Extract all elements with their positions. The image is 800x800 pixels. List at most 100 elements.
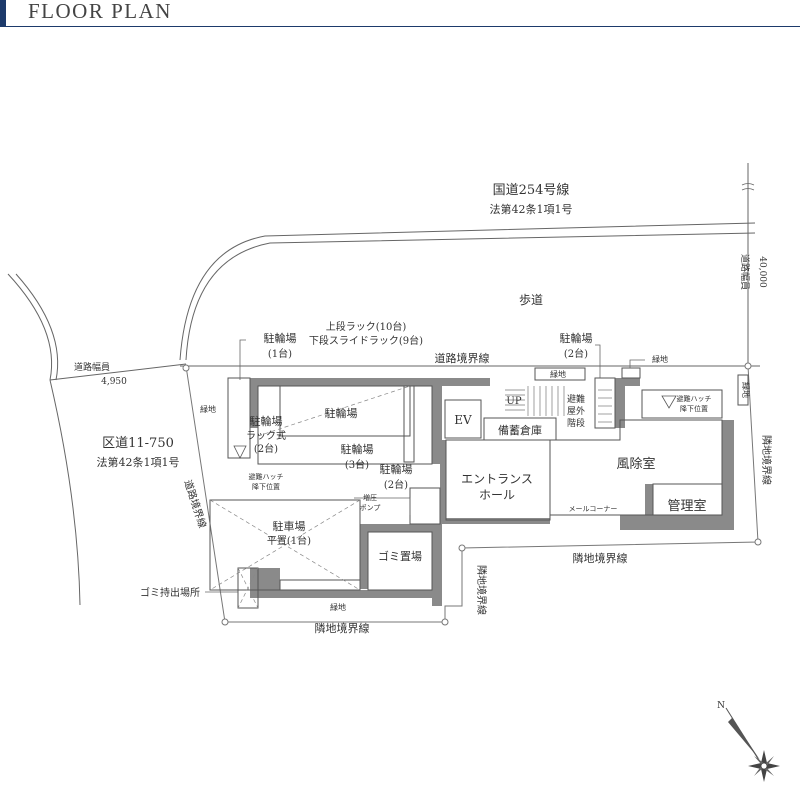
bike-2-rack [403,385,415,463]
label-bike-2-top-count: (2台) [564,347,588,360]
wall-manager-left [645,484,653,524]
ward-road-edge-top-2 [15,273,59,381]
label-bike-2-count: (2台) [384,478,408,491]
label-up: UP [506,396,521,407]
leader-lines [205,339,645,593]
label-rack-upper: 上段ラック(10台) [326,320,407,333]
manager-room [652,483,723,516]
road-curb-outer [179,222,756,361]
label-booster-2: ポンプ [360,504,381,512]
label-neighbor-boundary-right: 隣地境界線 [760,435,773,485]
break-mark [741,183,755,191]
road-lines [7,163,760,606]
wall-core-left [432,378,442,464]
greenery-right-box [737,374,749,406]
label-bike-1-count: (1台) [268,347,292,360]
label-garbage-out: ゴミ持出場所 [140,586,200,599]
label-garbage: ゴミ置場 [378,549,422,563]
escape-hatch-right-icon [661,395,677,409]
wall-bottom [250,590,442,598]
page-header: FLOOR PLAN [0,0,800,28]
site-boundary-line [185,365,759,623]
label-rack-lower: 下段スライドラック(9台) [309,334,423,347]
ward-road-edge [49,379,81,606]
hatch-lines [209,385,411,609]
wall-garbage-left [360,524,368,589]
bike-rack-area [279,385,411,437]
label-manager: 管理室 [667,498,706,514]
stair-treads [505,386,612,423]
wall-bottom-right [620,515,734,530]
label-bike-3-count: (3台) [345,458,369,471]
label-storage: 備蓄倉庫 [498,423,542,437]
label-escape-hatch-right-1: 避難ハッチ [677,394,712,403]
wall-right [722,420,734,530]
label-greenery-left: 緑地 [200,404,216,414]
label-entrance-1: エントランス [461,472,533,486]
label-road-boundary: 道路境界線 [435,351,490,365]
wall-garbage-right [432,524,442,606]
label-mail-corner: メールコーナー [569,505,618,513]
road-width-left-dim [49,363,187,381]
wall-entrance-bottom [440,518,550,524]
label-car-parking-count: 平置(1台) [267,534,311,547]
page-title: FLOOR PLAN [28,0,172,23]
label-ward-road: 区道11-750 [102,436,174,451]
label-greenery-bottom: 緑地 [330,602,346,612]
header-accent-bar [0,0,6,26]
label-evac-stair-3: 階段 [567,417,585,429]
label-greenery-top: 緑地 [652,354,668,364]
site-boundary [182,362,762,626]
label-neighbor-boundary-mid: 隣地境界線 [573,551,628,565]
building-walls [250,378,734,606]
label-neighbor-boundary-bottom: 隣地境界線 [315,621,370,635]
label-bike-3: 駐輪場 [341,442,374,456]
greenery-top-box [534,367,586,381]
label-bike-2: 駐輪場 [380,462,413,476]
label-route254: 国道254号線 [493,182,570,198]
escape-hatch-left-icon [233,445,247,459]
road-curb-inner [185,232,756,361]
label-evac-stair-1: 避難 [567,393,585,405]
label-escape-hatch-left-1: 避難ハッチ [249,472,284,481]
wall-core-top [440,378,490,386]
label-bike-1-top: 駐輪場 [264,331,297,345]
label-evac-stair-2: 屋外 [567,405,585,417]
wall-entrance-left [440,440,446,520]
label-sidewalk: 歩道 [519,292,543,307]
north-arrow-icon [728,718,760,760]
evac-stair [594,377,616,429]
compass-star-icon [748,750,780,782]
greenery-small [621,367,641,379]
ev-shaft [444,399,482,439]
booster-pump [409,487,441,525]
garbage-out-box [237,567,259,609]
north-label: N [717,701,725,711]
label-road-width-right: 道路幅員 [739,254,751,290]
label-entrance-2: ホール [479,488,515,502]
label-bike-rack: 駐輪場 [250,414,283,428]
bike-rack-left [227,377,251,459]
label-bike-main: 駐輪場 [325,406,358,420]
label-escape-hatch-right-2: 降下位置 [680,404,708,413]
wall-core-right [615,378,625,428]
ward-road-edge-top [7,273,53,381]
label-ward-road-law: 法第42条1項1号 [97,455,180,469]
label-greenery-right: 緑地 [741,382,751,398]
label-neighbor-boundary-vert: 隣地境界線 [475,565,488,615]
escape-hatch-icons [233,395,677,459]
wall-garbage-top [360,524,442,532]
label-booster-1: 増圧 [363,493,377,502]
label-road-width-right-value: 40,000 [757,256,767,288]
greenery-bottom-box [279,579,361,591]
label-escape-hatch-left-2: 降下位置 [252,482,280,491]
label-greenery-top-box: 緑地 [550,369,566,379]
header-rule [0,26,800,27]
room-outlines [209,367,749,609]
garbage-room [367,531,433,591]
label-car-parking: 駐車場 [273,519,306,533]
wall-top-left [250,378,440,386]
label-bike-2-top: 駐輪場 [560,331,593,345]
escape-hatch-area [641,389,723,419]
